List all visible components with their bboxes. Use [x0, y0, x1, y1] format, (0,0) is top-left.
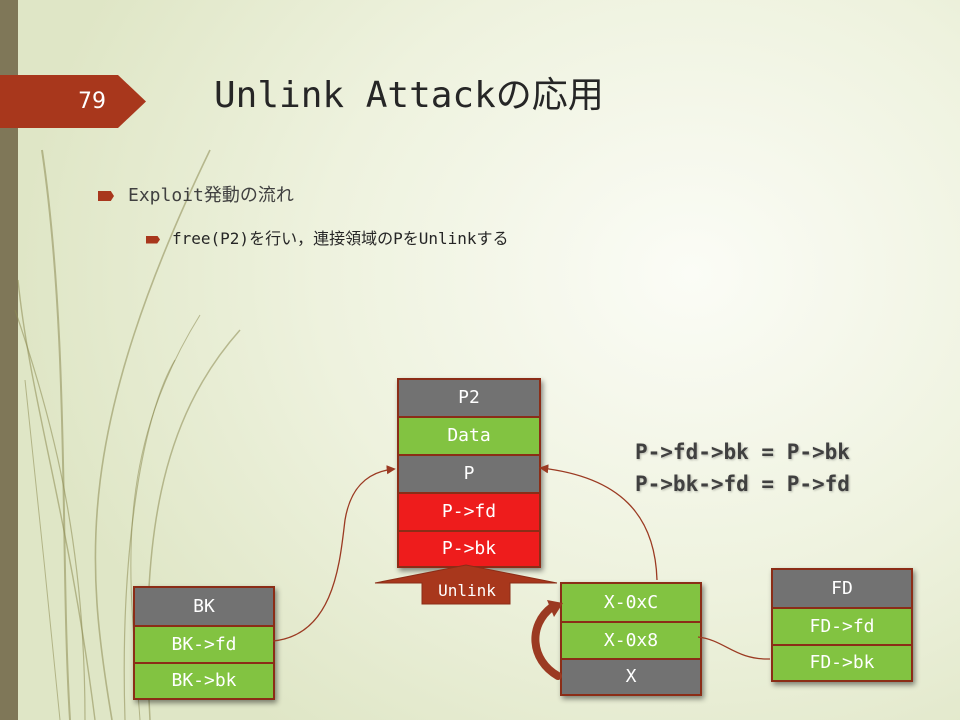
x-0x8-cell: X-0x8 — [562, 621, 700, 658]
x-cell: X — [562, 658, 700, 694]
p-bk-cell: P->bk — [399, 530, 539, 566]
bk-chunk-header: BK — [135, 588, 273, 625]
p2-chunk: P2 Data P P->fd P->bk — [397, 378, 541, 568]
bullet-level1: Exploit発動の流れ — [98, 181, 294, 207]
fd-bk-cell: FD->bk — [773, 644, 911, 680]
bullet-arrow-icon — [146, 235, 160, 244]
page-number-tag: 79 — [0, 75, 146, 128]
bullet-arrow-icon — [98, 191, 114, 201]
unlink-equations: P->fd->bk = P->bk P->bk->fd = P->fd — [635, 436, 850, 500]
x-to-x0xc-thick-arrow — [531, 603, 562, 680]
bk-fd-to-p-arrow — [272, 465, 396, 642]
fd-chunk-header: FD — [773, 570, 911, 607]
bk-bk-cell: BK->bk — [135, 662, 273, 698]
x0xc-to-p-arrow — [539, 464, 658, 581]
equation-1: P->fd->bk = P->bk — [635, 440, 850, 464]
fd-fd-cell: FD->fd — [773, 607, 911, 644]
left-sidebar-bar — [0, 0, 18, 720]
unlink-label: Unlink — [438, 581, 496, 600]
bk-chunk: BK BK->fd BK->bk — [133, 586, 275, 700]
bullet-level2: free(P2)を行い，連接領域のPをUnlinkする — [146, 225, 509, 249]
fd-chunk: FD FD->fd FD->bk — [771, 568, 913, 682]
fdbk-to-x-line — [697, 636, 771, 660]
equation-2: P->bk->fd = P->fd — [635, 472, 850, 496]
p2-chunk-data: Data — [399, 416, 539, 454]
slide-title: Unlink Attackの応用 — [214, 75, 604, 116]
bk-fd-cell: BK->fd — [135, 625, 273, 662]
p2-chunk-header: P2 — [399, 380, 539, 416]
p-fd-cell: P->fd — [399, 492, 539, 530]
bullet-level2-text: free(P2)を行い，連接領域のPをUnlinkする — [172, 229, 509, 248]
x-0xc-cell: X-0xC — [562, 584, 700, 621]
x-chunk: X-0xC X-0x8 X — [560, 582, 702, 696]
unlink-shape — [374, 564, 558, 605]
bullet-level1-text: Exploit発動の流れ — [128, 185, 294, 206]
p-chunk-header: P — [399, 454, 539, 492]
